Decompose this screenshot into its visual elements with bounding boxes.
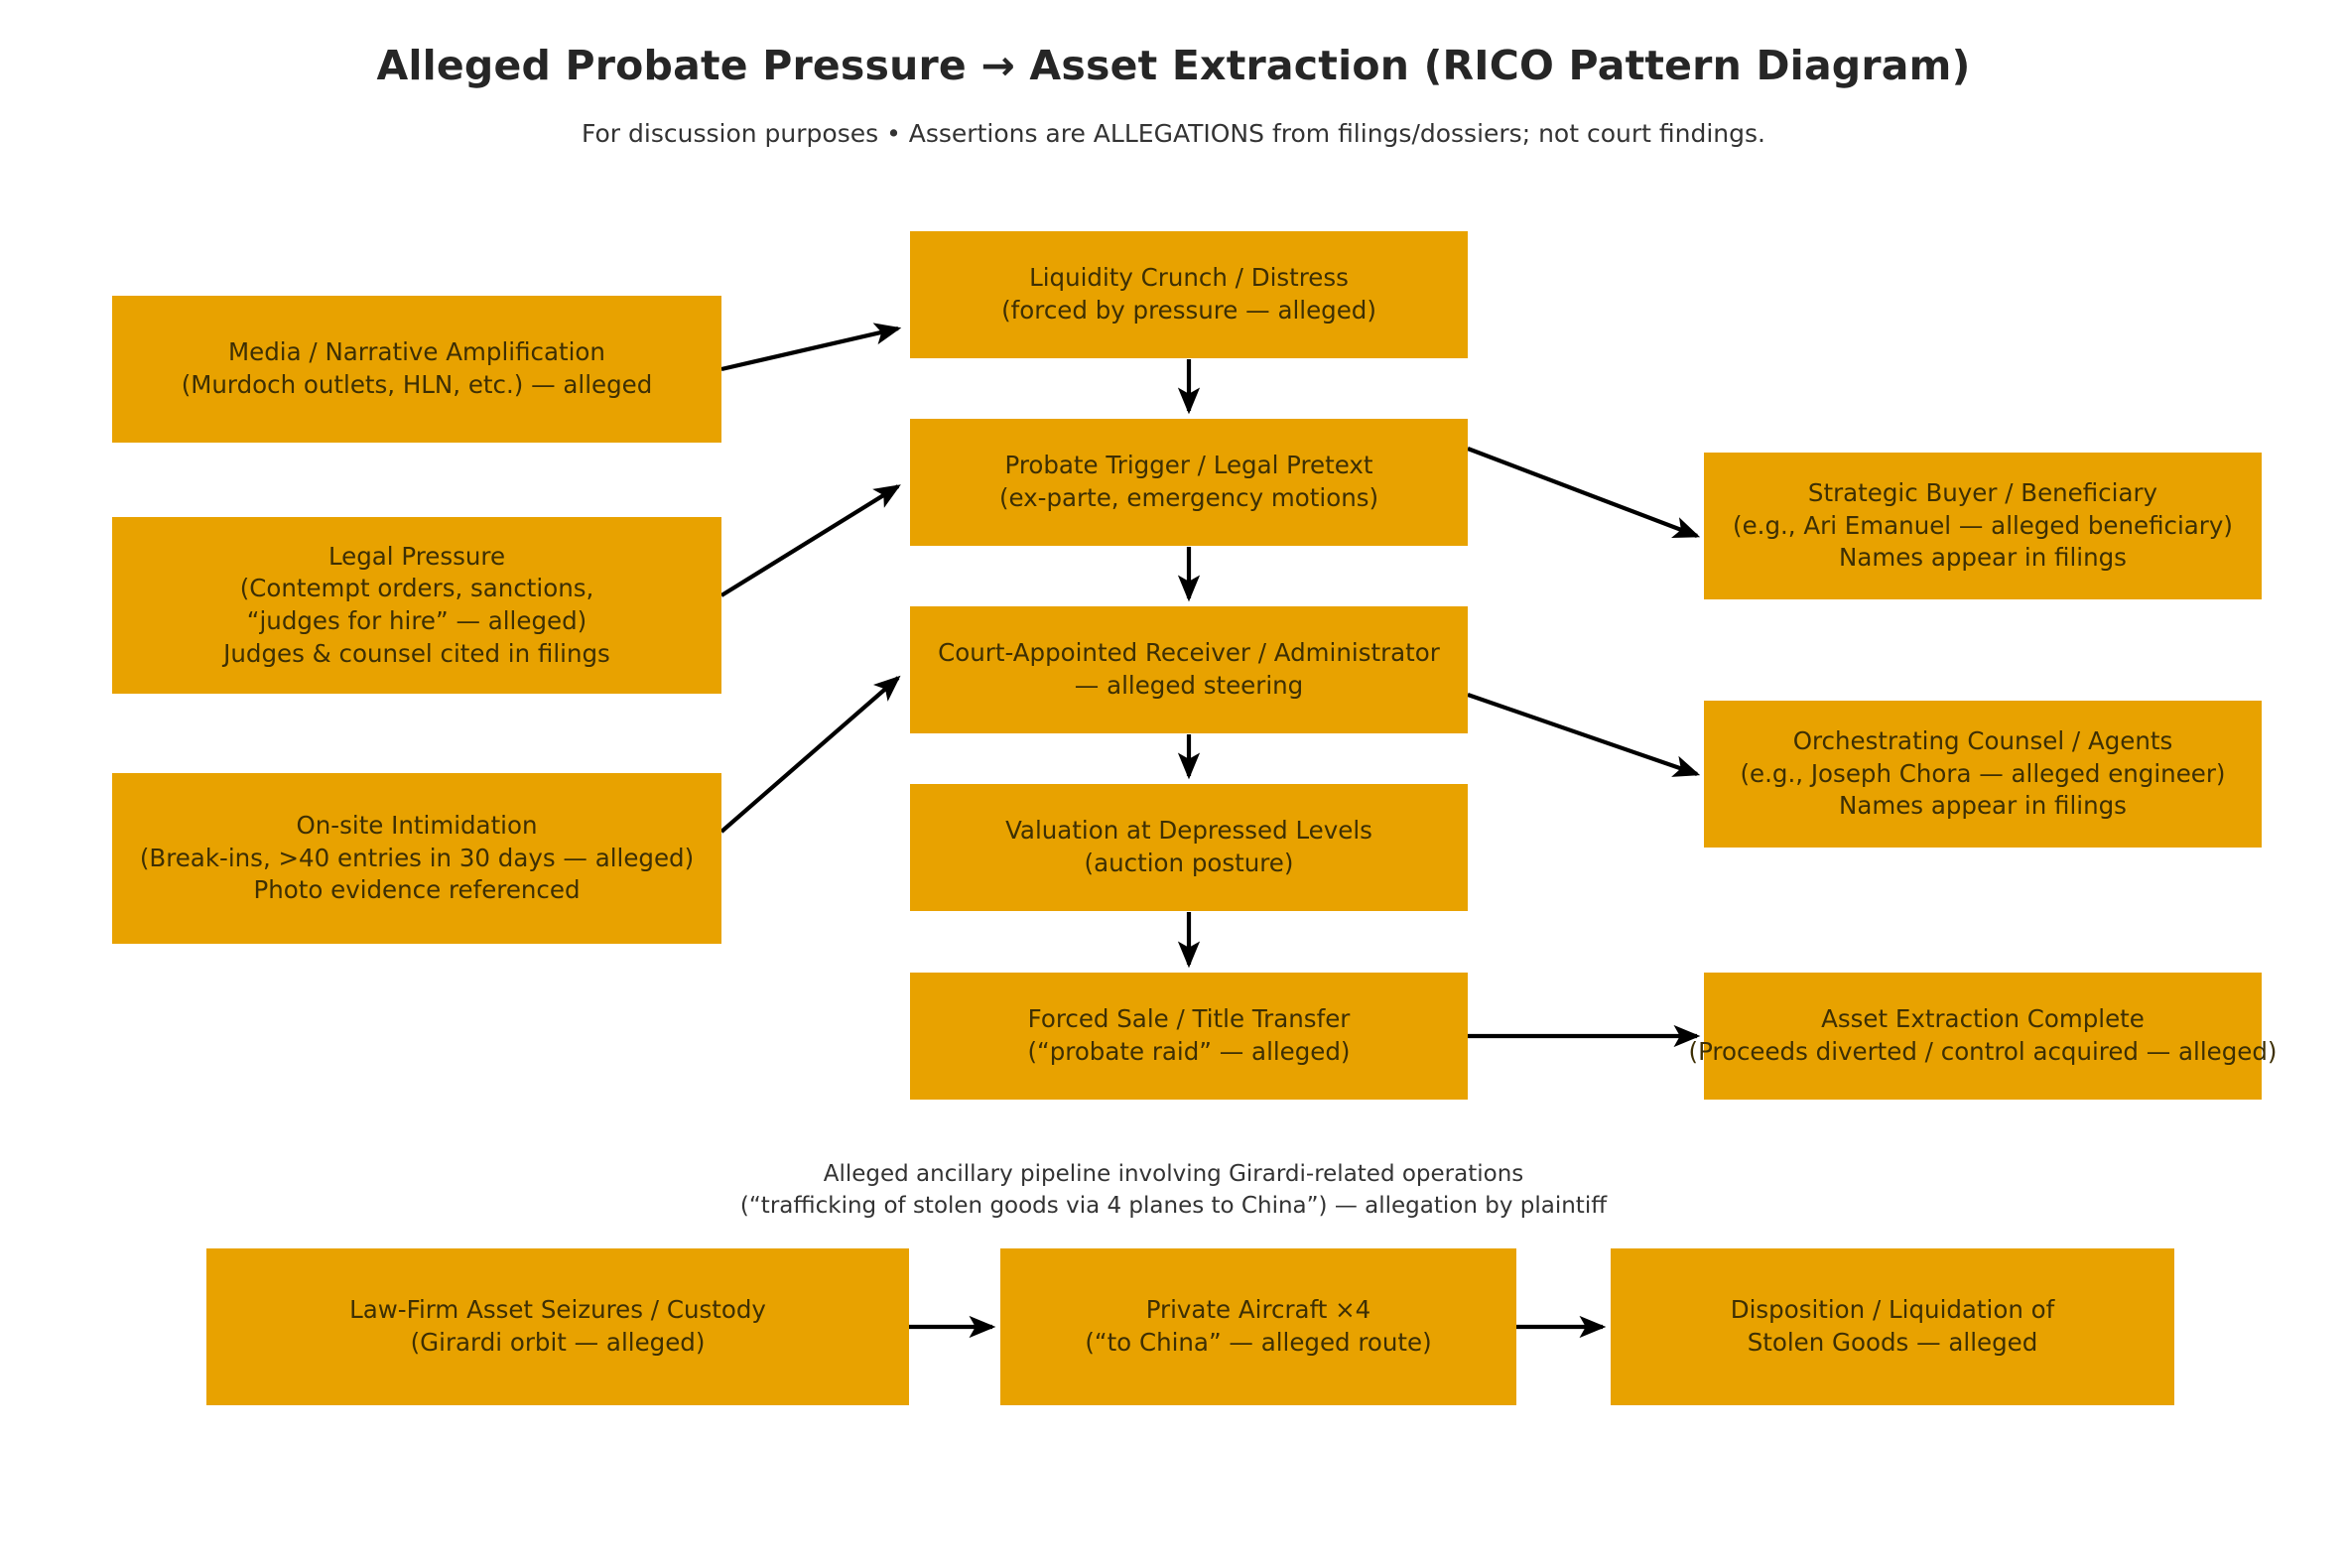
node-label-line: Law-Firm Asset Seizures / Custody xyxy=(349,1295,766,1325)
node-label-private-aircraft: Private Aircraft ×4 (“to China” — alleged… xyxy=(1085,1294,1431,1359)
ancillary-pipeline-note: Alleged ancillary pipeline involving Gir… xyxy=(0,1159,2347,1222)
node-label-line: Names appear in filings xyxy=(1839,543,2127,573)
node-label-line: — alleged steering xyxy=(1074,671,1304,700)
node-strategic-buyer[interactable]: Strategic Buyer / Beneficiary(e.g., Ari … xyxy=(1704,453,2262,599)
node-label-line: Stolen Goods — alleged xyxy=(1747,1328,2038,1357)
node-label-law-firm-seizures: Law-Firm Asset Seizures / Custody (Girard… xyxy=(349,1294,766,1359)
ancillary-note-line: (“trafficking of stolen goods via 4 plan… xyxy=(739,1192,1608,1219)
node-label-line: (ex-parte, emergency motions) xyxy=(998,483,1379,512)
node-label-forced-sale: Forced Sale / Title Transfer (“probate ra… xyxy=(1027,1003,1350,1068)
edge-media-to-liquidity xyxy=(720,323,902,372)
node-media[interactable]: Media / Narrative Amplification (Murdoch … xyxy=(112,296,721,443)
node-label-line: Asset Extraction Complete xyxy=(1821,1004,2145,1034)
node-label-line: (forced by pressure — alleged) xyxy=(1001,296,1376,325)
node-onsite-intimidation[interactable]: On-site Intimidation(Break-ins, >40 entr… xyxy=(112,773,721,944)
node-label-line: Photo evidence referenced xyxy=(253,875,581,905)
node-label-line: (Girardi orbit — alleged) xyxy=(410,1328,706,1357)
node-label-valuation: Valuation at Depressed Levels (auction po… xyxy=(1005,815,1372,879)
edge-probate-to-strategic-buyer xyxy=(1467,447,1701,539)
edge-receiver-to-counsel xyxy=(1467,693,1701,777)
node-label-line: Forced Sale / Title Transfer xyxy=(1027,1004,1351,1034)
node-label-line: Valuation at Depressed Levels xyxy=(1005,816,1372,846)
node-orchestrating-counsel[interactable]: Orchestrating Counsel / Agents(e.g., Jos… xyxy=(1704,701,2262,848)
node-court-receiver[interactable]: Court-Appointed Receiver / Administrator… xyxy=(910,606,1468,733)
node-label-disposition: Disposition / Liquidation of Stolen Goods… xyxy=(1731,1294,2055,1359)
node-label-media: Media / Narrative Amplification (Murdoch … xyxy=(182,336,653,401)
node-asset-extraction-complete[interactable]: Asset Extraction Complete (Proceeds diver… xyxy=(1689,973,2277,1100)
node-legal-pressure[interactable]: Legal Pressure (Contempt orders, sanction… xyxy=(112,517,721,694)
edge-legal-to-probate xyxy=(719,484,901,597)
node-label-line: Legal Pressure xyxy=(327,541,506,571)
node-label-liquidity-crunch: Liquidity Crunch / Distress (forced by pr… xyxy=(1001,262,1376,327)
node-law-firm-seizures[interactable]: Law-Firm Asset Seizures / Custody (Girard… xyxy=(206,1248,909,1405)
node-label-line: Liquidity Crunch / Distress xyxy=(1029,263,1349,293)
node-label-line: Court-Appointed Receiver / Administrator xyxy=(938,638,1440,668)
page-title: Alleged Probate Pressure → Asset Extract… xyxy=(376,42,1971,89)
page-subtitle: For discussion purposes • Assertions are… xyxy=(582,119,1765,148)
node-label-line: (Break-ins, >40 entries in 30 days — all… xyxy=(139,843,695,872)
node-label-line: Judges & counsel cited in filings xyxy=(223,638,610,668)
node-label-line: Media / Narrative Amplification xyxy=(228,337,605,367)
node-forced-sale[interactable]: Forced Sale / Title Transfer (“probate ra… xyxy=(910,973,1468,1100)
node-disposition[interactable]: Disposition / Liquidation of Stolen Goods… xyxy=(1611,1248,2174,1405)
node-label-line: Strategic Buyer / Beneficiary xyxy=(1807,478,2158,508)
node-label-line: (e.g., Joseph Chora — alleged engineer) xyxy=(1740,758,2226,788)
node-label-line: Orchestrating Counsel / Agents xyxy=(1792,726,2173,756)
node-label-line: (Proceeds diverted / control acquired — … xyxy=(1688,1037,2278,1066)
node-label-line: Disposition / Liquidation of xyxy=(1730,1295,2055,1325)
node-label-line: “judges for hire” — alleged) xyxy=(246,606,587,635)
node-label-court-receiver: Court-Appointed Receiver / Administrator… xyxy=(938,637,1440,702)
node-label-asset-extraction-complete: Asset Extraction Complete (Proceeds diver… xyxy=(1689,1003,2278,1068)
node-label-strategic-buyer: Strategic Buyer / Beneficiary(e.g., Ari … xyxy=(1733,477,2233,575)
node-label-line: (Murdoch outlets, HLN, etc.) — alleged xyxy=(181,370,653,399)
node-label-line: Names appear in filings xyxy=(1839,791,2127,821)
node-valuation[interactable]: Valuation at Depressed Levels (auction po… xyxy=(910,784,1468,911)
node-probate-trigger[interactable]: Probate Trigger / Legal Pretext (ex-parte… xyxy=(910,419,1468,546)
node-label-line: Private Aircraft ×4 xyxy=(1145,1295,1371,1325)
node-liquidity-crunch[interactable]: Liquidity Crunch / Distress (forced by pr… xyxy=(910,231,1468,358)
node-label-line: (auction posture) xyxy=(1084,849,1294,877)
ancillary-note-line: Alleged ancillary pipeline involving Gir… xyxy=(823,1161,1524,1187)
node-private-aircraft[interactable]: Private Aircraft ×4 (“to China” — alleged… xyxy=(1000,1248,1516,1405)
node-label-line: (“to China” — alleged route) xyxy=(1085,1328,1432,1357)
node-label-orchestrating-counsel: Orchestrating Counsel / Agents(e.g., Jos… xyxy=(1741,725,2226,823)
node-label-probate-trigger: Probate Trigger / Legal Pretext (ex-parte… xyxy=(999,450,1378,514)
node-label-line: (e.g., Ari Emanuel — alleged beneficiary… xyxy=(1733,510,2233,540)
node-label-line: Probate Trigger / Legal Pretext xyxy=(1004,451,1373,480)
node-label-line: (“probate raid” — alleged) xyxy=(1027,1037,1351,1066)
node-label-onsite-intimidation: On-site Intimidation(Break-ins, >40 entr… xyxy=(140,810,694,907)
node-label-line: (Contempt orders, sanctions, xyxy=(239,574,594,603)
node-label-legal-pressure: Legal Pressure (Contempt orders, sanction… xyxy=(223,541,610,670)
edge-onsite-to-receiver xyxy=(719,675,901,834)
node-label-line: On-site Intimidation xyxy=(296,811,538,841)
